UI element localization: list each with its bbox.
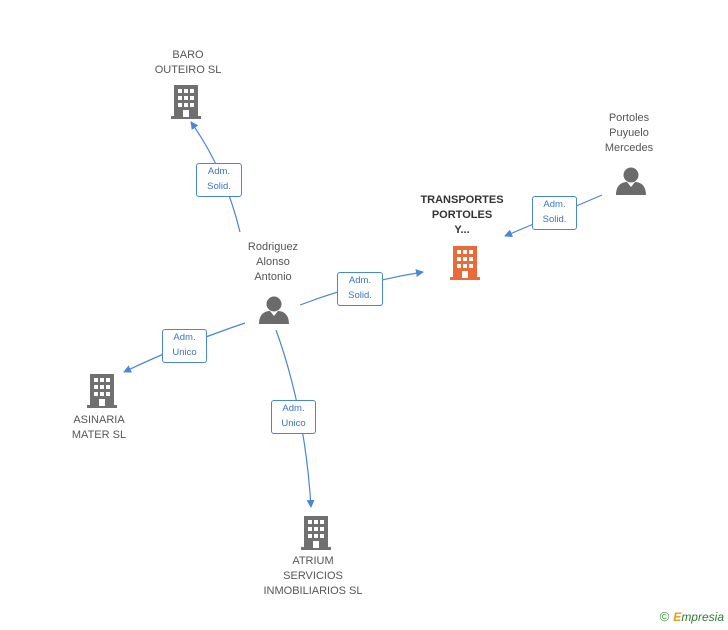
node-label-rodriguez[interactable]: Rodriguez Alonso Antonio [247, 241, 299, 283]
atrium-building-icon[interactable] [301, 516, 331, 550]
node-label-transportes[interactable]: TRANSPORTES PORTOLES Y... [420, 194, 504, 236]
asinaria-building-icon[interactable] [87, 374, 117, 408]
brand-text: mpresia [681, 610, 724, 624]
edge-label-rodriguez-baro: Adm. Solid. [196, 163, 242, 197]
brand-initial: E [673, 610, 682, 624]
transportes-building-icon[interactable] [450, 246, 480, 280]
node-label-portoles[interactable]: Portoles Puyuelo Mercedes [604, 112, 654, 154]
portoles-person-icon[interactable] [616, 167, 646, 196]
edge-label-rodriguez-atrium: Adm. Unico [271, 400, 316, 434]
node-label-atrium[interactable]: ATRIUM SERVICIOS INMOBILIARIOS SL [263, 555, 363, 597]
node-label-asinaria[interactable]: ASINARIA MATER SL [71, 414, 127, 441]
empresia-logo[interactable]: ©Empresia [660, 609, 724, 624]
baro-building-icon[interactable] [171, 85, 201, 119]
copyright-icon: © [659, 609, 670, 624]
edge-label-portoles-transportes: Adm. Solid. [532, 196, 577, 230]
rodriguez-person-icon[interactable] [259, 296, 289, 325]
node-label-baro[interactable]: BARO OUTEIRO SL [154, 49, 222, 76]
edge-label-rodriguez-asinaria: Adm. Unico [162, 329, 207, 363]
edge-label-rodriguez-transportes: Adm. Solid. [337, 272, 383, 306]
